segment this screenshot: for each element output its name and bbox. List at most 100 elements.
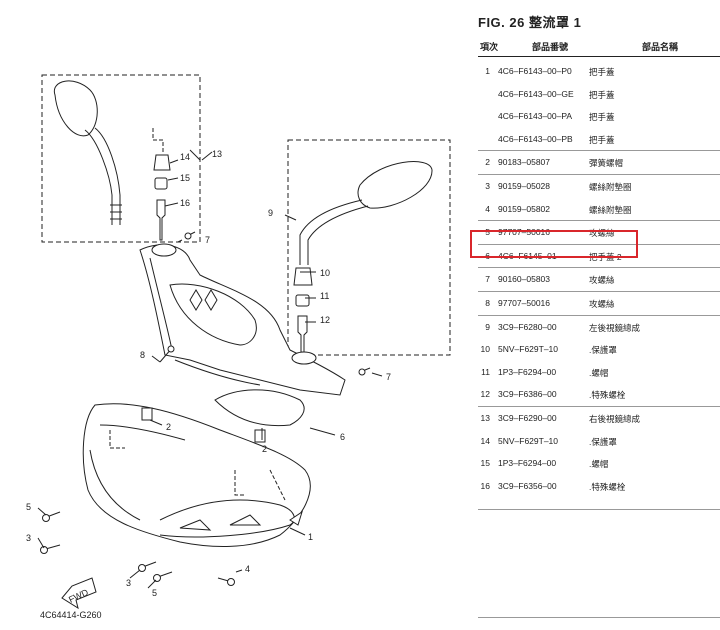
item-number: 10 (480, 344, 490, 355)
part-name: .保護罩 (589, 436, 617, 447)
part-name: 左後視鏡總成 (589, 322, 641, 333)
table-row: 14 5NV–F629T–10 .保護罩 (478, 430, 720, 453)
header-part-name: 部品名稱 (642, 42, 679, 52)
part-name: 把手蓋 (589, 112, 615, 123)
spring-nut-2a (141, 407, 153, 421)
callout-13: 13 (212, 149, 222, 159)
screw-3b (138, 561, 157, 572)
table-row: 4C6–F6143–00–PA 把手蓋 (478, 105, 720, 128)
item-number: 6 (485, 250, 490, 261)
part-number: 5NV–F629T–10 (498, 435, 559, 446)
exploded-parts-diagram: 13 14 15 16 7 9 10 11 12 8 7 2 2 6 1 5 3… (26, 74, 451, 610)
table-row: 12 3C9–F6386–00 .特殊螺栓 (478, 383, 720, 406)
table-row: 4C6–F6143–00–GE 把手蓋 (478, 83, 720, 106)
part-name: .特殊螺栓 (589, 481, 626, 492)
left-mirror-group-box (287, 139, 451, 356)
item-number: 12 (480, 389, 490, 400)
part-number: 90159–05802 (498, 203, 551, 214)
part-number: 3C9–F6290–00 (498, 412, 557, 423)
callout-3a: 3 (26, 533, 31, 543)
header-divider (478, 56, 720, 57)
part-name: .特殊螺栓 (589, 390, 626, 401)
callout-7b: 7 (386, 372, 391, 382)
item-number: 9 (485, 321, 490, 332)
part-number: 3C9–F6386–00 (498, 389, 557, 400)
left-mirror (298, 161, 433, 277)
right-mirror-group-box (41, 74, 201, 243)
callout-9: 9 (268, 208, 273, 218)
callout-14: 14 (180, 152, 190, 162)
callout-4: 4 (245, 564, 250, 574)
right-mirror (53, 80, 122, 225)
part-number: 90160–05803 (498, 274, 551, 285)
header-part-number: 部品番號 (532, 42, 569, 52)
screw-5b (153, 571, 173, 582)
nut-11 (295, 294, 310, 307)
part-number: 4C6–F6143–00–GE (498, 88, 574, 99)
spring-nut-2b (254, 429, 266, 443)
special-bolt-12 (297, 315, 308, 353)
screw-4 (217, 577, 235, 586)
highlight-box (470, 230, 638, 258)
diagram-code: 4C64414-G260 (40, 610, 102, 620)
part-name: .螺帽 (589, 459, 609, 470)
part-number: 4C6–F6143–00–PB (498, 133, 573, 144)
item-number: 1 (485, 66, 490, 76)
table-row: 4 90159–05802 螺絲附墊圈 (478, 198, 720, 221)
callout-16: 16 (180, 198, 190, 208)
part-number: 90183–05807 (498, 157, 551, 168)
item-number: 8 (485, 297, 490, 308)
protective-cap-10 (293, 267, 313, 286)
part-number: 4C6–F6143–00–PA (498, 111, 573, 122)
part-name: .螺帽 (589, 367, 609, 378)
callout-5b: 5 (152, 588, 157, 598)
callout-2a: 2 (166, 422, 171, 432)
blank-row-divider (478, 509, 720, 510)
callout-3b: 3 (126, 578, 131, 588)
blank-row-divider (478, 617, 720, 618)
callout-2b: 2 (262, 444, 267, 454)
item-number: 4 (485, 203, 490, 214)
callout-15: 15 (180, 173, 190, 183)
part-name: 把手蓋 (589, 89, 615, 100)
table-row: 16 3C9–F6356–00 .特殊螺栓 (478, 475, 720, 498)
callout-1: 1 (308, 532, 313, 542)
item-number: 5 (485, 227, 490, 238)
item-number: 7 (485, 274, 490, 285)
part-name: 攻螺絲 (589, 275, 615, 286)
header-item-no: 項次 (480, 42, 499, 52)
special-bolt-16 (156, 199, 166, 241)
callout-8: 8 (140, 350, 145, 360)
part-number: 97707–50016 (498, 227, 551, 238)
screw-8 (159, 345, 175, 363)
screw-3a (40, 544, 61, 554)
part-name: 螺絲附墊圈 (589, 204, 632, 215)
callout-11: 11 (320, 291, 329, 301)
item-number: 16 (480, 480, 490, 491)
callout-7a: 7 (205, 235, 210, 245)
part-name: 螺絲附墊圈 (589, 181, 632, 192)
part-number: 3C9–F6356–00 (498, 480, 557, 491)
front-handlebar-cover (82, 403, 311, 547)
callout-5a: 5 (26, 502, 31, 512)
table-row: 7 90160–05803 攻螺絲 (478, 267, 720, 291)
item-number: 14 (480, 435, 490, 446)
callout-10: 10 (320, 268, 330, 278)
part-number: 90159–05028 (498, 180, 551, 191)
part-name: 右後視鏡總成 (589, 413, 641, 424)
part-number: 4C6–F6145–01 (498, 250, 557, 261)
part-name: 把手蓋 (589, 67, 615, 77)
part-number: 1P3–F6294–00 (498, 458, 557, 469)
protective-cap-14 (153, 154, 171, 171)
item-number: 11 (481, 366, 490, 377)
